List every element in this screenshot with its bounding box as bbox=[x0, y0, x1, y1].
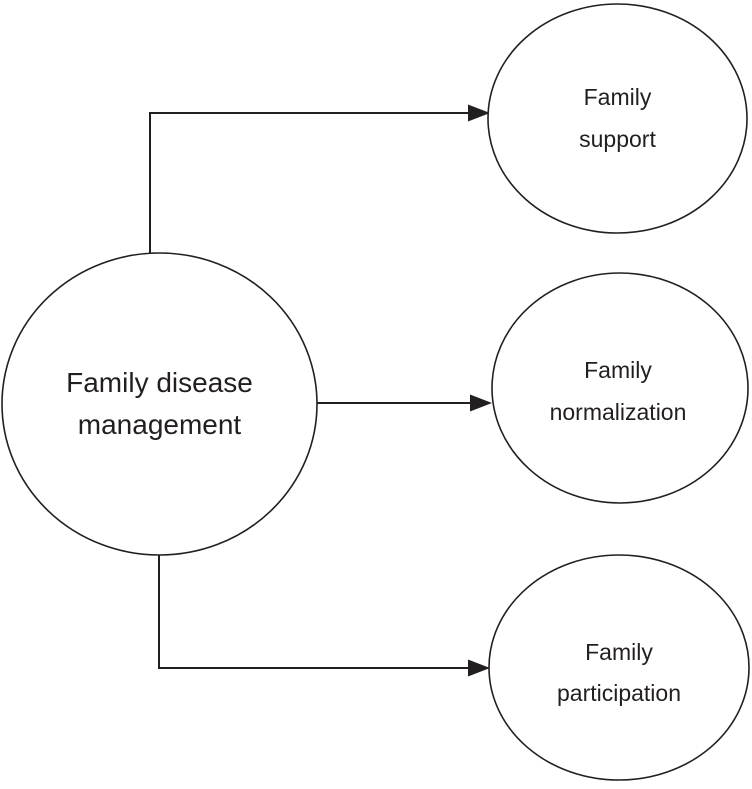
family-disease-management-label-line2: management bbox=[78, 409, 242, 440]
family-disease-management-circle bbox=[1, 252, 318, 556]
nodes-group: Family disease management Family support… bbox=[1, 3, 750, 781]
edges-group bbox=[149, 104, 492, 677]
node-family-disease-management: Family disease management bbox=[1, 252, 318, 556]
family-normalization-label-line2: normalization bbox=[550, 399, 687, 425]
edge-to-family-participation bbox=[158, 554, 469, 669]
family-disease-management-label-line1: Family disease bbox=[66, 367, 253, 398]
family-participation-label-line2: participation bbox=[557, 680, 681, 706]
family-support-label-line1: Family bbox=[584, 84, 652, 110]
node-family-normalization: Family normalization bbox=[491, 272, 749, 504]
node-family-support: Family support bbox=[487, 3, 748, 234]
family-support-label-line2: support bbox=[579, 126, 656, 152]
family-participation-label-line1: Family bbox=[585, 639, 653, 665]
edge-to-family-support bbox=[149, 112, 470, 254]
arrowhead-family-support bbox=[468, 104, 490, 122]
family-support-circle bbox=[487, 3, 748, 234]
family-normalization-label-line1: Family bbox=[584, 357, 652, 383]
arrowhead-family-participation bbox=[468, 659, 490, 677]
family-participation-circle bbox=[488, 554, 750, 781]
arrowhead-family-normalization bbox=[470, 394, 492, 412]
node-family-participation: Family participation bbox=[488, 554, 750, 781]
family-normalization-circle bbox=[491, 272, 749, 504]
